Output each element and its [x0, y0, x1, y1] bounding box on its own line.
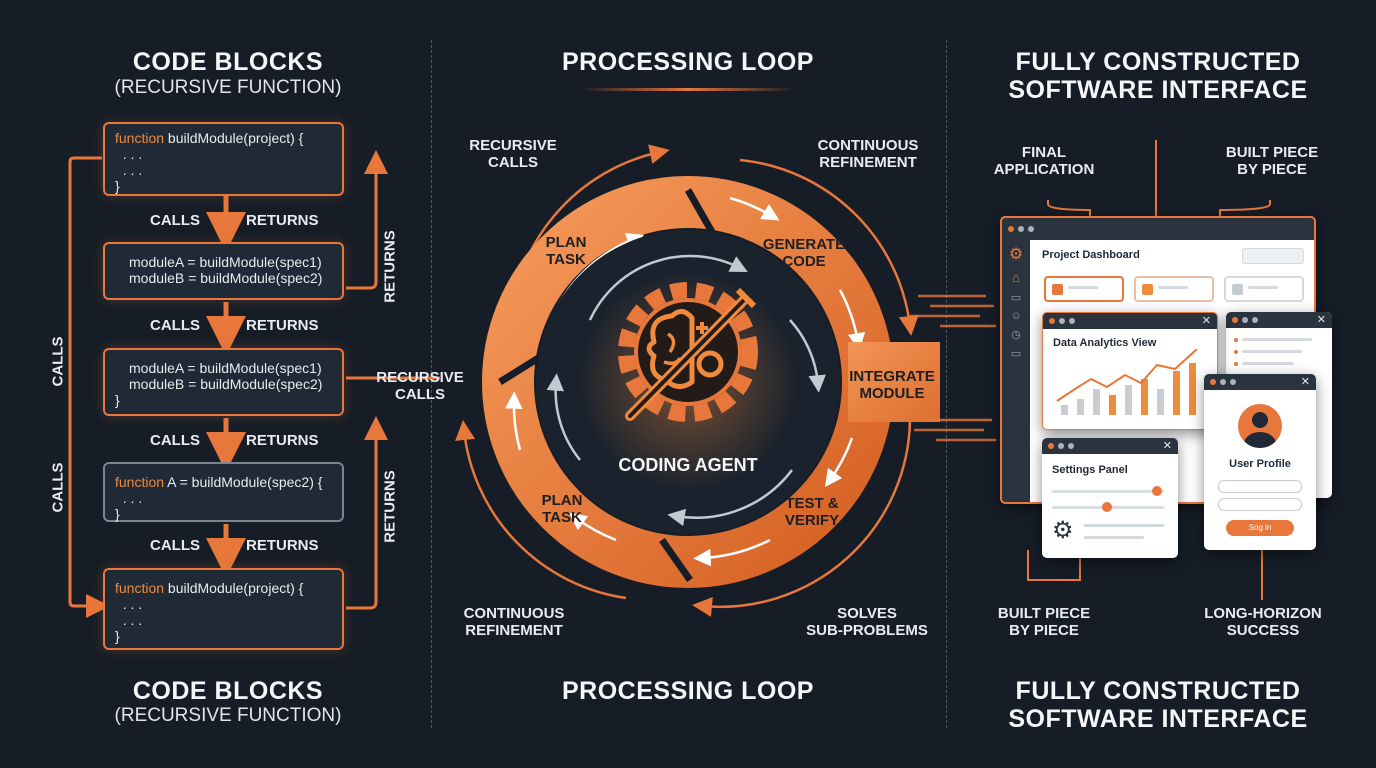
gear-icon[interactable]: ⚙	[1008, 246, 1024, 263]
code-block-2: moduleA = buildModule(spec1) moduleB = b…	[103, 242, 344, 300]
label-recursive-calls-left: RECURSIVE CALLS	[376, 369, 464, 403]
file-icon[interactable]: ▭	[1010, 348, 1022, 360]
processing-loop	[455, 144, 940, 617]
slider-track-1[interactable]	[1052, 490, 1164, 493]
analytics-window: ✕ Data Analytics View	[1042, 312, 1218, 430]
calls-label-3: CALLS	[150, 432, 200, 449]
username-field[interactable]	[1218, 480, 1302, 493]
stat-card-2[interactable]	[1134, 276, 1214, 302]
close-icon[interactable]: ✕	[1316, 314, 1326, 326]
users-icon[interactable]: ☺	[1010, 310, 1022, 322]
center-footer-title: PROCESSING LOOP	[562, 677, 814, 705]
returns-label-2: RETURNS	[246, 317, 319, 334]
settings-title: Settings Panel	[1052, 464, 1128, 476]
analytics-title: Data Analytics View	[1053, 337, 1157, 349]
code-block-1: function buildModule(project) { . . . . …	[103, 122, 344, 196]
dashboard-title: Project Dashboard	[1042, 249, 1140, 261]
side-returns-upper: RETURNS	[381, 230, 399, 303]
label-continuous-refinement-bottom: CONTINUOUS REFINEMENT	[463, 605, 565, 639]
stat-card-1[interactable]	[1044, 276, 1124, 302]
avatar	[1238, 404, 1282, 448]
divider-left	[431, 40, 432, 728]
label-recursive-calls-top: RECURSIVE CALLS	[469, 137, 557, 171]
slider-thumb-2[interactable]	[1102, 502, 1112, 512]
label-built-piece-top: BUILT PIECE BY PIECE	[1225, 144, 1319, 178]
center-title-underline	[580, 88, 796, 91]
profile-window: ✕ User Profile Sog in	[1204, 374, 1316, 550]
side-calls-upper: CALLS	[49, 336, 67, 387]
code-block-5: function buildModule(project) { . . . . …	[103, 568, 344, 650]
label-long-horizon-success: LONG-HORIZON SUCCESS	[1204, 605, 1322, 639]
right-footer-line2: SOFTWARE INTERFACE	[1008, 705, 1308, 733]
returns-label-4: RETURNS	[246, 537, 319, 554]
close-icon[interactable]: ✕	[1201, 315, 1211, 327]
side-calls-lower: CALLS	[49, 462, 67, 513]
right-title-line2: SOFTWARE INTERFACE	[1008, 76, 1308, 104]
coding-agent-label: CODING AGENT	[618, 455, 758, 475]
dashboard-dropdown[interactable]	[1242, 248, 1304, 264]
left-footer-title: CODE BLOCKS	[132, 677, 324, 705]
label-continuous-refinement-top: CONTINUOUS REFINEMENT	[817, 137, 919, 171]
password-field[interactable]	[1218, 498, 1302, 511]
settings-gear-icon: ⚙	[1052, 517, 1074, 544]
left-footer-subtitle: (RECURSIVE FUNCTION)	[114, 705, 342, 726]
label-solves-sub-problems: SOLVES SUB-PROBLEMS	[806, 605, 928, 639]
analytics-chart	[1056, 349, 1198, 415]
stage-test-verify: TEST & VERIFY	[784, 495, 840, 529]
returns-label-1: RETURNS	[246, 212, 319, 229]
stage-integrate-module: INTEGRATE MODULE	[849, 368, 935, 402]
settings-window: ✕ Settings Panel ⚙	[1042, 438, 1178, 558]
left-connectors	[68, 150, 440, 618]
clock-icon[interactable]: ◷	[1011, 329, 1021, 341]
side-returns-lower: RETURNS	[381, 470, 399, 543]
left-subtitle: (RECURSIVE FUNCTION)	[114, 77, 342, 98]
left-title: CODE BLOCKS	[132, 48, 324, 76]
profile-title: User Profile	[1229, 458, 1291, 470]
stage-generate-code: GENERATE CODE	[762, 236, 846, 270]
login-button[interactable]: Sog in	[1226, 520, 1294, 536]
label-final-application: FINAL APPLICATION	[993, 144, 1095, 178]
folder-icon[interactable]: ▭	[1010, 292, 1022, 304]
code-block-4: function A = buildModule(spec2) { . . . …	[103, 462, 344, 522]
dashboard-titlebar	[1002, 218, 1314, 240]
code-block-3: moduleA = buildModule(spec1) moduleB = b…	[103, 348, 344, 416]
calls-label-4: CALLS	[150, 537, 200, 554]
right-connectors	[910, 140, 1271, 600]
dashboard-sidebar: ⚙ ⌂ ▭ ☺ ◷ ▭	[1002, 240, 1030, 502]
returns-label-3: RETURNS	[246, 432, 319, 449]
stage-plan-task-top: PLAN TASK	[545, 234, 587, 268]
label-built-piece-bottom: BUILT PIECE BY PIECE	[997, 605, 1091, 639]
center-title: PROCESSING LOOP	[562, 48, 814, 76]
calls-label-2: CALLS	[150, 317, 200, 334]
stat-card-3[interactable]	[1224, 276, 1304, 302]
right-title-line1: FULLY CONSTRUCTED	[1015, 48, 1301, 76]
stage-plan-task-bottom: PLAN TASK	[541, 492, 583, 526]
slider-thumb-1[interactable]	[1152, 486, 1162, 496]
calls-label-1: CALLS	[150, 212, 200, 229]
home-icon[interactable]: ⌂	[1012, 270, 1020, 285]
brain-gear-icon	[618, 282, 758, 422]
close-icon[interactable]: ✕	[1300, 376, 1310, 388]
divider-right	[946, 40, 947, 728]
right-footer-line1: FULLY CONSTRUCTED	[1015, 677, 1301, 705]
close-icon[interactable]: ✕	[1162, 440, 1172, 452]
